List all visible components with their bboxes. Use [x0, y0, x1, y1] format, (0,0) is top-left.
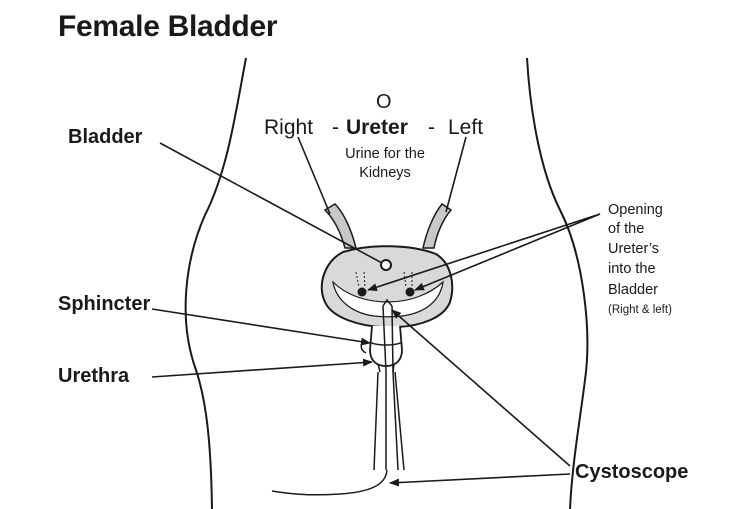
urine-caption-line-2: Kidneys — [359, 165, 411, 181]
bladder-inner-lumen — [332, 280, 444, 318]
opening-label-line-3: Ureter’s — [608, 241, 660, 257]
bladder-pointer-line — [159, 142, 383, 264]
ureter-label: Ureter — [346, 116, 408, 139]
diagram-title: Female Bladder — [58, 10, 278, 43]
sphincter-pointer-line — [151, 308, 371, 346]
urine-caption-line-1: Urine for the — [345, 146, 425, 162]
urethra-pointer-line — [151, 358, 373, 378]
cystoscope-tip — [382, 298, 393, 307]
opening-pointer-left — [414, 213, 601, 291]
body-outline-left — [184, 57, 247, 509]
ureter-opening-left — [405, 287, 415, 297]
ureter-channel-left — [403, 271, 413, 288]
opening-label-line-5: Bladder — [608, 282, 658, 298]
cystoscope-label: Cystoscope — [575, 461, 689, 483]
ureter-right-label: Right — [264, 116, 314, 139]
opening-label-line-1: Opening — [608, 202, 663, 218]
bladder-pointer-dot — [380, 259, 392, 271]
ureter-dash-right: - — [332, 116, 339, 139]
ureter-symbol: O — [376, 91, 392, 113]
sphincter-arc — [360, 339, 367, 354]
cystoscope-pointer-upper — [391, 309, 571, 467]
opening-label-line-4: into the — [608, 261, 656, 277]
ureter-right-pointer — [297, 136, 331, 215]
ureter-opening-right — [357, 287, 367, 297]
sphincter-label: Sphincter — [58, 293, 151, 315]
urethra-line-left — [373, 371, 379, 471]
cystoscope-cable — [271, 469, 388, 496]
ureter-left-label: Left — [448, 116, 484, 139]
urethra-line-right — [394, 371, 405, 471]
opening-label-note: (Right & left) — [608, 304, 672, 316]
sphincter-ring — [369, 341, 403, 346]
body-outline-right — [526, 57, 589, 509]
ureter-channel-right — [355, 271, 366, 288]
opening-pointer-right — [367, 213, 601, 291]
ureter-dash-left: - — [428, 116, 435, 139]
opening-label-line-2: of the — [608, 221, 645, 237]
ureter-left-pointer — [445, 136, 467, 213]
ureter-left-tube — [422, 202, 453, 249]
cystoscope-shaft — [382, 305, 387, 470]
urethra-label: Urethra — [58, 365, 130, 387]
bladder-label: Bladder — [68, 126, 143, 148]
cystoscope-pointer-lower — [389, 473, 571, 487]
cystoscope-shaft-edge — [391, 305, 399, 471]
